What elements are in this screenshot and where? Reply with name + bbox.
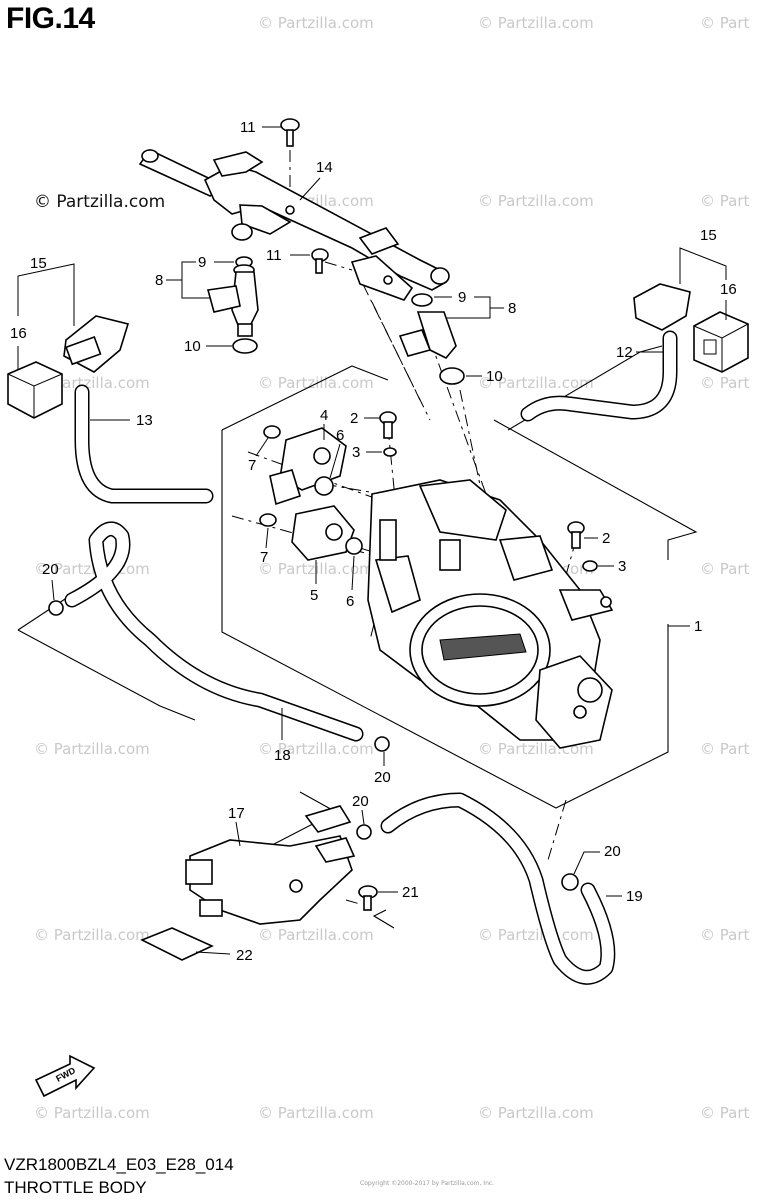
cover-left bbox=[7, 361, 63, 419]
screw-7-lower bbox=[259, 513, 277, 527]
callout-7: 7 bbox=[248, 457, 256, 474]
callout-20: 20 bbox=[352, 793, 369, 810]
fuel-injector-right bbox=[398, 293, 465, 385]
callout-11: 11 bbox=[266, 247, 282, 264]
watermark: © Partzilla.com bbox=[258, 740, 374, 758]
screw-2-upper bbox=[379, 411, 397, 457]
hose-13 bbox=[74, 384, 214, 504]
callout-10: 10 bbox=[486, 368, 503, 385]
watermark: © Part bbox=[700, 560, 750, 578]
callout-15: 15 bbox=[700, 227, 717, 244]
valve-17 bbox=[185, 805, 356, 925]
screw-7-upper bbox=[263, 425, 281, 439]
callout-9: 9 bbox=[458, 289, 466, 306]
callout-5: 5 bbox=[310, 587, 318, 604]
watermark: © Partzilla.com bbox=[258, 374, 374, 392]
sensor-4 bbox=[269, 427, 347, 506]
callout-6: 6 bbox=[336, 427, 344, 444]
group-name: THROTTLE BODY bbox=[4, 1178, 147, 1197]
fuel-delivery-pipe bbox=[138, 148, 450, 301]
hose-19 bbox=[380, 792, 616, 985]
callout-14: 14 bbox=[316, 159, 333, 176]
hose-18 bbox=[64, 521, 364, 742]
callout-7: 7 bbox=[260, 549, 268, 566]
callout-20: 20 bbox=[604, 843, 621, 860]
watermark: © Part bbox=[700, 740, 750, 758]
cover-right bbox=[693, 311, 749, 373]
watermark: © Partzilla.com bbox=[478, 926, 594, 944]
connector-right bbox=[633, 283, 691, 331]
callout-17: 17 bbox=[228, 805, 245, 822]
watermark: © Part bbox=[700, 1104, 750, 1122]
callout-2: 2 bbox=[602, 530, 610, 547]
small-copyright: Copyright ©2000-2017 by Partzilla.com, I… bbox=[360, 1180, 495, 1187]
watermark: © Partzilla.com bbox=[258, 14, 374, 32]
callout-16: 16 bbox=[720, 281, 737, 298]
callout-2: 2 bbox=[350, 410, 358, 427]
watermark: © Partzilla.com bbox=[34, 1104, 150, 1122]
callouts: 11 14 11 9 8 10 9 8 10 15 16 13 bbox=[10, 119, 737, 964]
callout-8: 8 bbox=[155, 272, 163, 289]
watermark: © Part bbox=[700, 374, 750, 392]
watermark: © Partzilla.com bbox=[258, 926, 374, 944]
throttle-body bbox=[367, 479, 614, 749]
callout-8: 8 bbox=[508, 300, 516, 317]
label-plate-22 bbox=[140, 927, 214, 961]
callout-11: 11 bbox=[240, 119, 256, 136]
model-code: VZR1800BZL4_E03_E28_014 bbox=[4, 1155, 234, 1174]
watermark: © Part bbox=[700, 14, 750, 32]
callout-9: 9 bbox=[198, 254, 206, 271]
watermark-dark: © Partzilla.com bbox=[34, 192, 166, 212]
callout-21: 21 bbox=[402, 884, 419, 901]
watermark: © Part bbox=[700, 926, 750, 944]
watermark: © Partzilla.com bbox=[34, 926, 150, 944]
screw-11-lower bbox=[311, 248, 329, 274]
screw-21 bbox=[358, 885, 378, 911]
callout-3: 3 bbox=[618, 558, 626, 575]
callout-19: 19 bbox=[626, 888, 643, 905]
sensor-5 bbox=[291, 505, 363, 561]
callout-16: 16 bbox=[10, 325, 27, 342]
callout-10: 10 bbox=[184, 338, 201, 355]
clamp-20b bbox=[374, 736, 390, 752]
callout-4: 4 bbox=[320, 407, 328, 424]
callout-22: 22 bbox=[236, 947, 253, 964]
fwd-arrow-icon: FWD bbox=[34, 1054, 96, 1098]
figure-title: FIG.14 bbox=[6, 2, 95, 35]
watermark: © Partzilla.com bbox=[478, 192, 594, 210]
callout-6: 6 bbox=[346, 593, 354, 610]
watermark: © Partzilla.com bbox=[258, 1104, 374, 1122]
callout-20: 20 bbox=[42, 561, 59, 578]
callout-15: 15 bbox=[30, 255, 47, 272]
connector-left bbox=[63, 315, 130, 373]
hose-12 bbox=[520, 330, 678, 422]
clamp-20d bbox=[561, 873, 579, 891]
clamp-20c bbox=[356, 824, 372, 840]
watermark: © Partzilla.com bbox=[478, 1104, 594, 1122]
watermark: © Part bbox=[700, 192, 750, 210]
clamp-20a bbox=[48, 600, 64, 616]
watermark: © Partzilla.com bbox=[478, 14, 594, 32]
screw-2-lower bbox=[567, 521, 598, 572]
callout-13: 13 bbox=[136, 412, 153, 429]
callout-20: 20 bbox=[374, 769, 391, 786]
screw-11-upper bbox=[280, 118, 300, 147]
callout-18: 18 bbox=[274, 747, 291, 764]
fuel-injector-left bbox=[206, 256, 259, 354]
callout-12: 12 bbox=[616, 344, 633, 361]
callout-1: 1 bbox=[694, 618, 702, 635]
watermark: © Partzilla.com bbox=[478, 374, 594, 392]
callout-3: 3 bbox=[352, 444, 360, 461]
watermark: © Partzilla.com bbox=[34, 374, 150, 392]
watermark: © Partzilla.com bbox=[34, 740, 150, 758]
